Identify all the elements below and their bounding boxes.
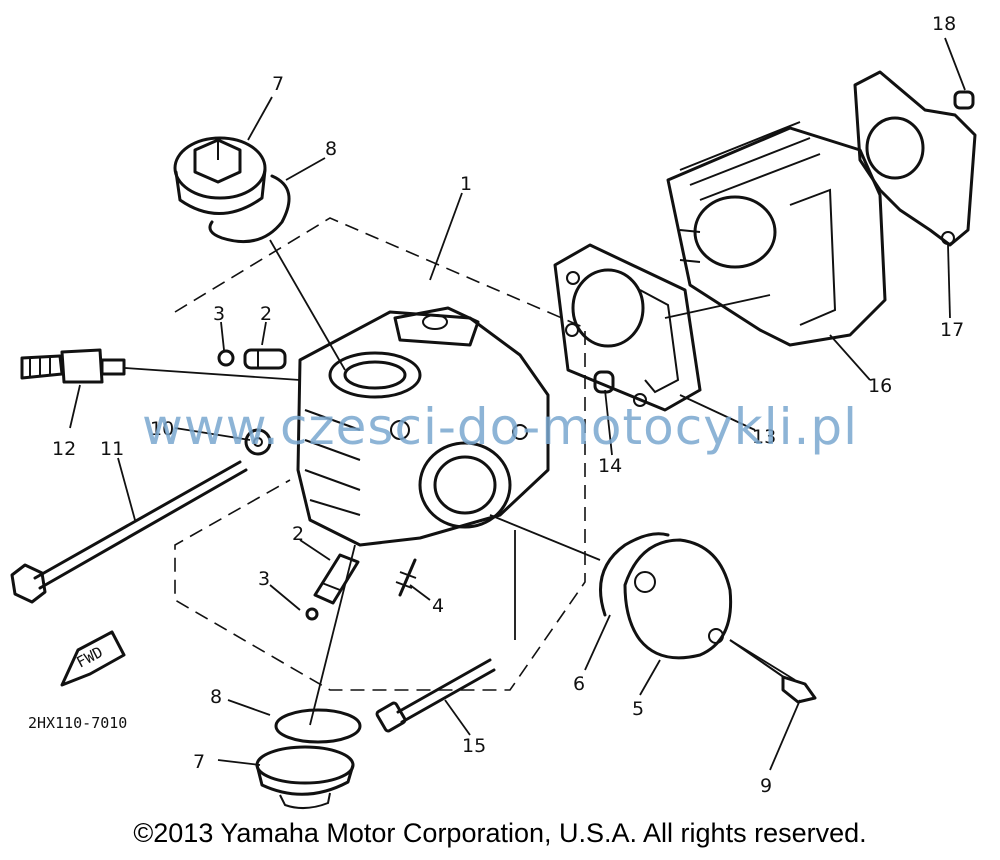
callout-13: 13 xyxy=(752,426,776,448)
cylinder[interactable] xyxy=(666,121,887,347)
cylinder-head[interactable] xyxy=(296,306,550,547)
callout-4: 4 xyxy=(432,595,444,617)
callout-10: 10 xyxy=(150,418,174,440)
callout-8-top: 8 xyxy=(325,138,337,160)
callout-8-lower: 8 xyxy=(210,686,222,708)
washer[interactable] xyxy=(244,428,272,456)
callout-12: 12 xyxy=(52,438,76,460)
bolt-15[interactable] xyxy=(375,658,496,733)
valve-guide-lower[interactable] xyxy=(313,553,360,605)
callout-7-top: 7 xyxy=(272,73,284,95)
callout-3-upper: 3 xyxy=(213,303,225,325)
callout-15: 15 xyxy=(462,735,486,757)
callout-5: 5 xyxy=(632,698,644,720)
callout-17: 17 xyxy=(940,319,964,341)
leader-lines xyxy=(69,37,966,771)
valve-keeper-upper[interactable] xyxy=(217,349,235,367)
o-ring-lower[interactable] xyxy=(274,708,362,744)
callout-7-lower: 7 xyxy=(193,751,205,773)
part-code: 2HX110-7010 xyxy=(28,714,127,732)
dowel-pin-top[interactable] xyxy=(953,90,975,110)
oil-filler-cap-top[interactable] xyxy=(173,136,267,215)
fwd-arrow: FWD xyxy=(60,630,126,687)
callout-6: 6 xyxy=(573,673,585,695)
callout-1: 1 xyxy=(460,173,472,195)
copyright-notice: ©2013 Yamaha Motor Corporation, U.S.A. A… xyxy=(133,818,867,848)
o-ring-top[interactable] xyxy=(208,174,291,244)
base-gasket[interactable] xyxy=(853,70,977,247)
oil-filler-cap-lower[interactable] xyxy=(255,745,355,809)
valve-guide-upper[interactable] xyxy=(243,348,287,370)
o-ring-side[interactable] xyxy=(599,532,670,617)
callout-9: 9 xyxy=(760,775,772,797)
bolt-9[interactable] xyxy=(729,639,817,704)
callout-14: 14 xyxy=(598,455,622,477)
callout-3-lower: 3 xyxy=(258,568,270,590)
watermark: www.czesci-do-motocykli.pl xyxy=(141,398,859,456)
callout-labels: 7 8 1 3 2 12 10 11 2 3 4 8 7 15 6 5 9 14… xyxy=(52,13,964,797)
long-bolt[interactable] xyxy=(10,460,248,604)
stud-bolt[interactable] xyxy=(395,558,417,597)
spark-plug[interactable] xyxy=(20,348,126,384)
tappet-cover[interactable] xyxy=(623,538,733,660)
valve-keeper-lower[interactable] xyxy=(305,607,319,621)
callout-11: 11 xyxy=(100,438,124,460)
assembly-outline xyxy=(174,217,586,691)
callout-2-upper: 2 xyxy=(260,303,272,325)
callout-18: 18 xyxy=(932,13,956,35)
cylinder-gasket[interactable] xyxy=(553,243,702,412)
callout-16: 16 xyxy=(868,375,892,397)
callout-2-lower: 2 xyxy=(292,523,304,545)
